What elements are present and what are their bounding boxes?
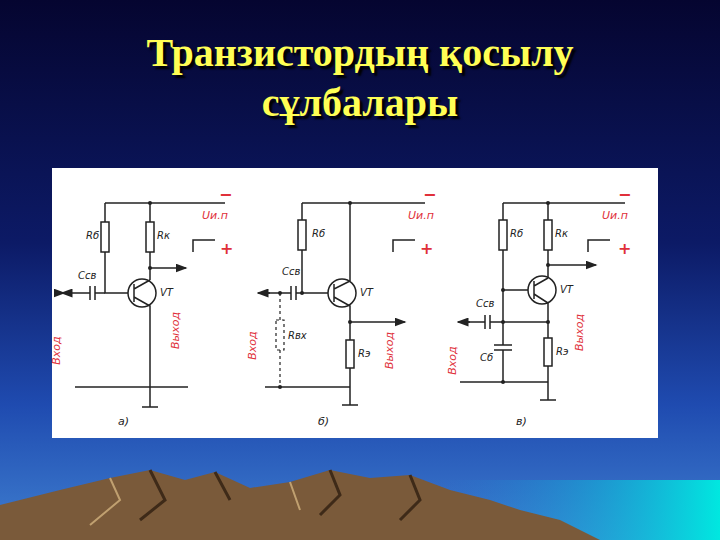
schematic-a bbox=[64, 203, 225, 407]
component-label: Rэ bbox=[358, 348, 370, 360]
component-label: б) bbox=[318, 415, 329, 428]
schematic-panel bbox=[52, 168, 658, 438]
component-label: Rк bbox=[555, 228, 568, 240]
component-label: VT bbox=[560, 284, 573, 296]
signal-label: Вход bbox=[446, 346, 459, 374]
component-label: Rэ bbox=[556, 346, 568, 358]
component-label: + bbox=[420, 240, 433, 258]
component-label: − bbox=[618, 186, 631, 204]
signal-label: Выход bbox=[169, 311, 182, 348]
component-label: Uи.п bbox=[202, 209, 228, 222]
component-label: в) bbox=[516, 415, 527, 428]
component-label: Uи.п bbox=[602, 209, 628, 222]
component-label: Rб bbox=[86, 230, 99, 242]
component-label: Rб bbox=[510, 228, 523, 240]
component-label: Rвх bbox=[288, 330, 307, 342]
component-label: Rк bbox=[157, 230, 170, 242]
component-label: Cб bbox=[480, 352, 493, 364]
component-label: Cсв bbox=[476, 298, 494, 310]
component-label: а) bbox=[118, 415, 129, 428]
component-label: Rб bbox=[312, 228, 325, 240]
schematic-b bbox=[265, 203, 425, 405]
component-label: + bbox=[618, 240, 631, 258]
signal-label: Выход bbox=[383, 331, 396, 368]
schematic-c bbox=[460, 203, 625, 400]
signal-label: Вход bbox=[50, 336, 63, 364]
component-label: − bbox=[219, 186, 232, 204]
slide-title: Транзистордың қосылу сұлбалары bbox=[110, 28, 610, 128]
component-label: + bbox=[220, 240, 233, 258]
component-label: Cсв bbox=[78, 270, 96, 282]
mountains bbox=[0, 470, 600, 540]
component-label: Uи.п bbox=[408, 209, 434, 222]
signal-label: Выход bbox=[573, 313, 586, 350]
component-label: Cсв bbox=[282, 266, 300, 278]
component-label: − bbox=[423, 186, 436, 204]
component-label: VT bbox=[360, 287, 373, 299]
component-label: VT bbox=[160, 287, 173, 299]
signal-label: Вход bbox=[246, 331, 259, 359]
